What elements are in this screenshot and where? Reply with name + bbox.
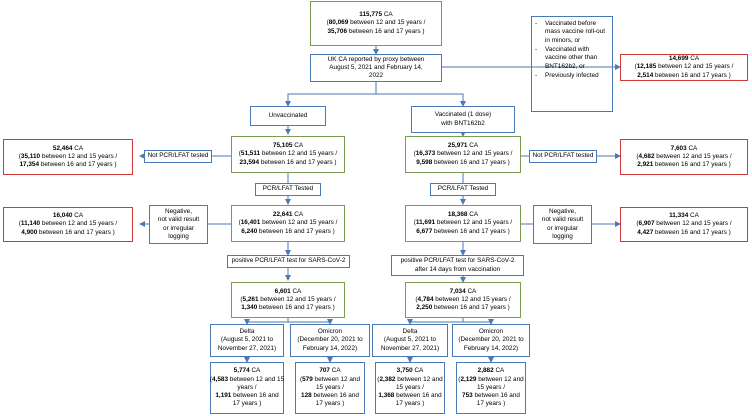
excluded-box: 14,699 CA (12,185 between 12 and 15 year… [620,54,748,81]
unvaccinated-delta-header: Delta (August 5, 2021 to November 27, 20… [210,324,284,357]
vaccinated-delta-count: 3,750 CA (2,382 between 12 and 15 years … [375,362,445,414]
vaccinated-positive-box: 7,034 CA (4,784 between 12 and 15 years … [405,282,521,318]
unvaccinated-tested-box: 22,641 CA (16,401 between 12 and 15 year… [231,205,345,242]
vaccinated-positive-label: positive PCR/LFAT test for SARS-CoV-2 af… [391,255,524,276]
vaccinated-header: Vaccinated (1 dose) with BNT162b2 [411,106,515,133]
unvaccinated-tested-label: PCR/LFAT Tested [255,183,321,196]
vaccinated-tested-label: PCR/LFAT Tested [430,183,496,196]
unvaccinated-negative-label: Negative, not valid result or irregular … [149,205,208,244]
exclusion-reason: Vaccinated with vaccine other than BNT16… [535,46,609,71]
vaccinated-omicron-header: Omicron (December 20, 2021 to February 1… [452,324,530,357]
unvaccinated-omicron-count: 707 CA (579 between 12 and 15 years / 12… [295,362,365,414]
vaccinated-count-box: 25,971 CA (16,373 between 12 and 15 year… [405,136,521,173]
unvaccinated-not-tested-label: Not PCR/LFAT tested [144,150,212,163]
unvaccinated-positive-box: 6,601 CA (5,261 between 12 and 15 years … [231,282,345,318]
unvaccinated-negative-box: 16,040 CA (11,140 between 12 and 15 year… [3,207,133,242]
uk-reported-box: UK CA reported by proxy between August 5… [310,54,442,82]
unvaccinated-header: Unvaccinated [250,106,326,126]
vaccinated-delta-header: Delta (August 5, 2021 to November 27, 20… [372,324,448,357]
exclusion-reason: Previously infected [535,72,609,81]
vaccinated-tested-box: 18,368 CA (11,691 between 12 and 15 year… [405,205,521,242]
unvaccinated-omicron-header: Omicron (December 20, 2021 to February 1… [290,324,370,357]
vaccinated-not-tested-label: Not PCR/LFAT tested [529,150,597,163]
vaccinated-omicron-count: 2,882 CA (2,129 between 12 and 15 years … [456,362,526,414]
unvaccinated-not-tested-box: 52,464 CA (35,110 between 12 and 15 year… [3,139,133,175]
exclusion-reasons-box: Vaccinated before mass vaccine roll-out … [531,16,613,112]
unvaccinated-delta-count: 5,774 CA (4,583 between 12 and 15 years … [210,362,284,414]
vaccinated-negative-label: Negative, not valid result or irregular … [533,205,592,244]
total-population-box: 115,775 CA (80,069 between 12 and 15 yea… [310,1,442,46]
unvaccinated-positive-label: positive PCR/LFAT test for SARS-CoV-2 [227,255,350,268]
unvaccinated-count-box: 75,105 CA (51,511 between 12 and 15 year… [231,136,345,173]
vaccinated-negative-box: 11,334 CA (6,907 between 12 and 15 years… [620,207,748,242]
exclusion-reason: Vaccinated before mass vaccine roll-out … [535,20,609,45]
vaccinated-not-tested-box: 7,603 CA (4,682 between 12 and 15 years … [620,139,748,175]
